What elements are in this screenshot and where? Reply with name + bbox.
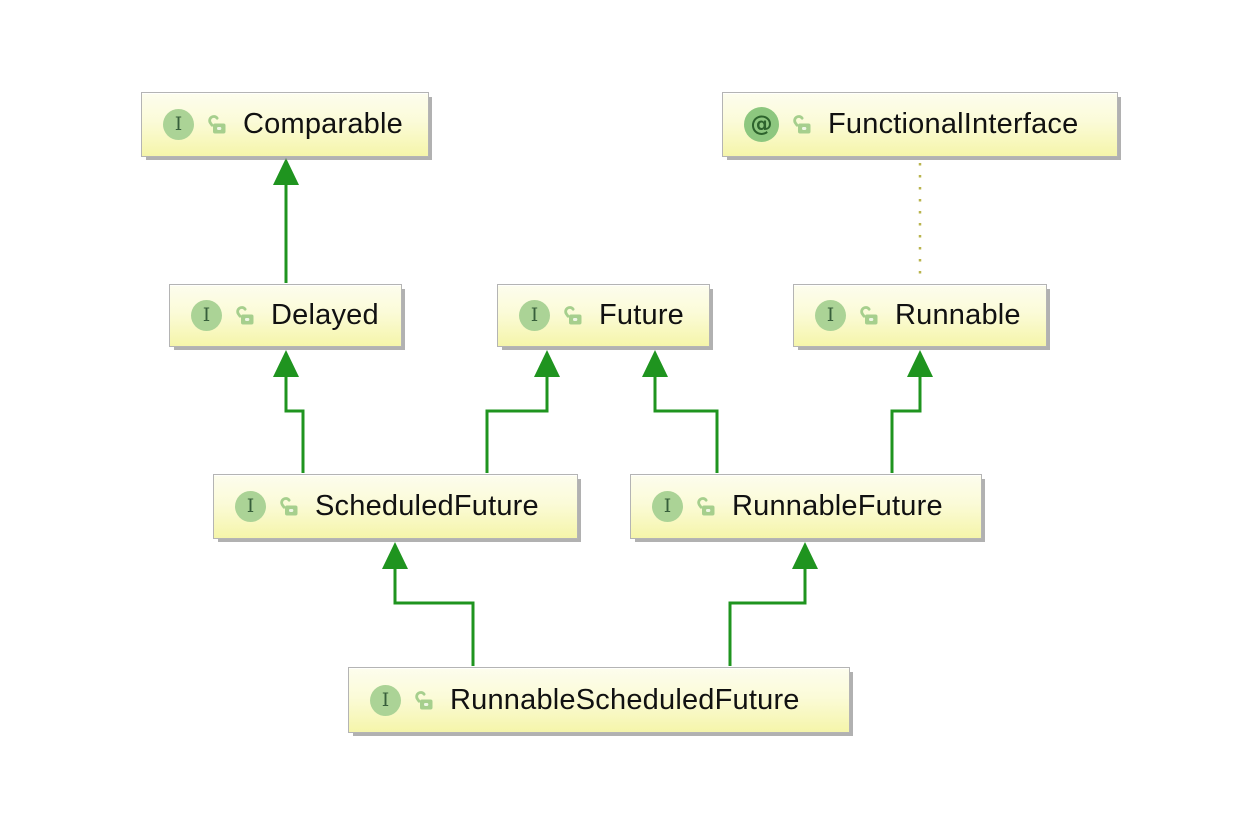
- node-runnable[interactable]: I Runnable: [793, 284, 1047, 347]
- interface-icon: I: [235, 491, 266, 522]
- edge-scheduledfuture-extends-future: [485, 350, 560, 473]
- node-label: FunctionalInterface: [828, 108, 1079, 140]
- node-comparable[interactable]: I Comparable: [141, 92, 429, 157]
- interface-icon: I: [519, 300, 550, 331]
- node-label: Future: [599, 299, 685, 331]
- node-label: RunnableScheduledFuture: [450, 683, 800, 716]
- arrowhead-icon: [534, 350, 560, 377]
- public-unlocked-icon: [205, 113, 228, 136]
- arrowhead-icon: [907, 350, 933, 377]
- interface-icon: I: [191, 300, 222, 331]
- node-functional-interface[interactable]: @ FunctionalInterface: [722, 92, 1118, 157]
- node-runnable-future[interactable]: I RunnableFuture: [630, 474, 982, 539]
- node-label: Comparable: [243, 108, 403, 140]
- interface-icon: I: [652, 491, 683, 522]
- public-unlocked-icon: [561, 304, 584, 327]
- arrowhead-icon: [273, 350, 299, 377]
- arrowhead-icon: [273, 158, 299, 185]
- node-label: Runnable: [895, 299, 1021, 331]
- node-delayed[interactable]: I Delayed: [169, 284, 402, 347]
- arrowhead-icon: [642, 350, 668, 377]
- arrowhead-icon: [792, 542, 818, 569]
- node-label: Delayed: [271, 299, 379, 331]
- public-unlocked-icon: [694, 495, 717, 518]
- public-unlocked-icon: [412, 689, 435, 712]
- edge-delayed-extends-comparable: [273, 158, 299, 283]
- interface-icon: I: [815, 300, 846, 331]
- annotation-icon: @: [744, 107, 779, 142]
- public-unlocked-icon: [790, 113, 813, 136]
- edge-runnablefuture-extends-future: [642, 350, 719, 473]
- edge-scheduledfuture-extends-delayed: [273, 350, 305, 473]
- public-unlocked-icon: [233, 304, 256, 327]
- node-future[interactable]: I Future: [497, 284, 710, 347]
- node-runnable-scheduled-future[interactable]: I RunnableScheduledFuture: [348, 667, 850, 733]
- node-label: ScheduledFuture: [315, 490, 539, 522]
- node-scheduled-future[interactable]: I ScheduledFuture: [213, 474, 578, 539]
- arrowhead-icon: [382, 542, 408, 569]
- public-unlocked-icon: [277, 495, 300, 518]
- edge-runnablefuture-extends-runnable: [890, 350, 933, 473]
- edge-runnablescheduledfuture-extends-scheduledfuture: [382, 542, 475, 666]
- interface-icon: I: [370, 684, 401, 716]
- node-label: RunnableFuture: [732, 490, 943, 522]
- edge-runnablescheduledfuture-extends-runnablefuture: [728, 542, 818, 666]
- interface-icon: I: [163, 109, 194, 140]
- public-unlocked-icon: [857, 304, 880, 327]
